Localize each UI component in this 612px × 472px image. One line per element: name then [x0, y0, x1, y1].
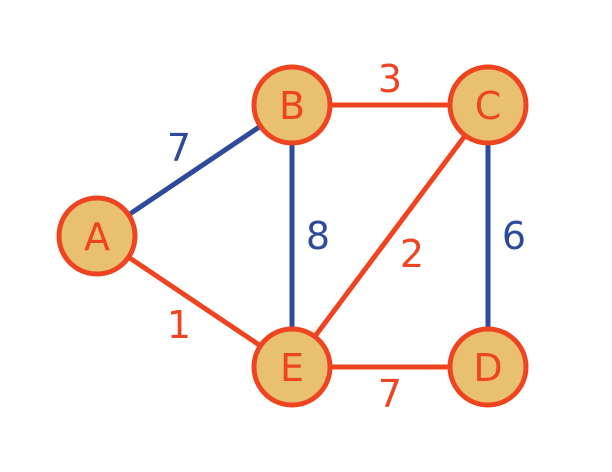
edge-weight-ae: 1	[167, 303, 191, 347]
node-label-d: D	[473, 346, 502, 390]
node-b: B	[251, 64, 333, 146]
node-c: C	[447, 64, 529, 146]
edge-ce	[289, 103, 491, 369]
node-circle-a	[56, 195, 138, 277]
node-circle-d	[447, 326, 529, 408]
edge-weight-ab: 7	[167, 126, 191, 170]
edge-weight-be: 8	[306, 214, 330, 258]
edge-weights-layer: 7 1 3 8 2 6 7	[167, 57, 526, 416]
node-label-b: B	[279, 84, 305, 128]
node-label-a: A	[84, 215, 110, 259]
node-label-c: C	[475, 84, 502, 128]
edge-weight-bc: 3	[378, 57, 402, 101]
node-circle-c	[447, 64, 529, 146]
node-e: E	[251, 326, 333, 408]
edge-weight-ed: 7	[378, 372, 402, 416]
node-label-e: E	[280, 346, 304, 390]
nodes-layer: A B C D E	[56, 64, 529, 408]
edge-weight-cd: 6	[502, 214, 526, 258]
node-circle-e	[251, 326, 333, 408]
node-d: D	[447, 326, 529, 408]
edge-weight-ce: 2	[400, 232, 424, 276]
node-circle-b	[251, 64, 333, 146]
node-a: A	[56, 195, 138, 277]
